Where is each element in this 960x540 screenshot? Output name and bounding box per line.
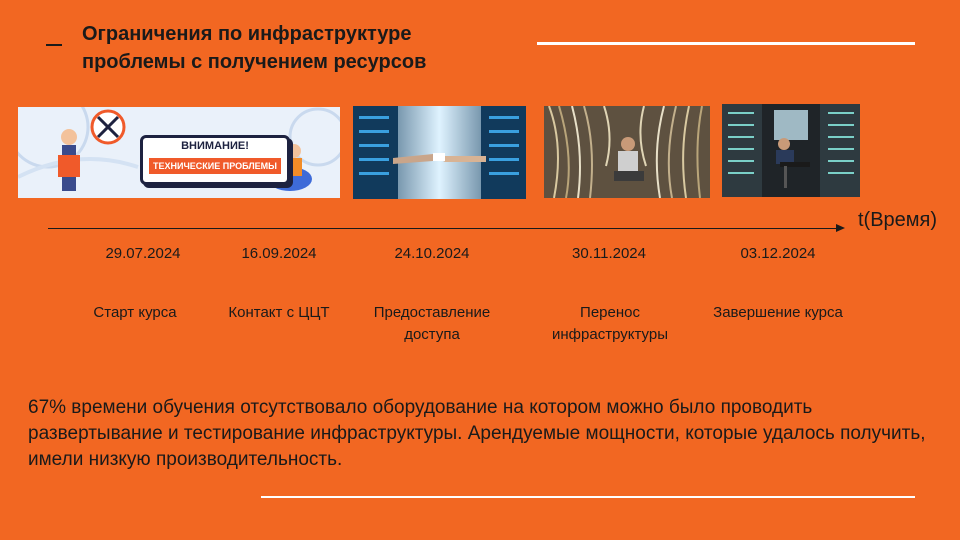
illustration-background	[18, 107, 340, 191]
warning-title: ВНИМАНИЕ!	[181, 140, 249, 152]
server-room-image	[722, 104, 860, 197]
event-label: Предоставление доступа	[373, 304, 491, 343]
page-title: Ограничения по инфраструктуре проблемы с…	[82, 20, 426, 76]
event-date: 30.11.2024	[572, 245, 646, 262]
event-label: Старт курса	[93, 304, 177, 321]
title-line-1: Ограничения по инфраструктуре	[82, 23, 412, 45]
event-date: 16.09.2024	[241, 245, 317, 262]
server-cabling-image	[544, 106, 710, 198]
server-room-photo	[722, 104, 860, 197]
timeline-axis	[48, 228, 840, 229]
summary-text: 67% времени обучения отсутствовало обору…	[28, 397, 926, 470]
event-date: 03.12.2024	[740, 245, 816, 262]
event-label: Завершение курса	[713, 304, 843, 321]
server-cabling-photo	[544, 106, 710, 198]
datacenter-handshake-image	[353, 106, 526, 199]
warning-subtitle: ТЕХНИЧЕСКИЕ ПРОБЛЕМЫ	[149, 158, 281, 174]
bottom-divider	[261, 496, 915, 498]
title-dash	[46, 44, 62, 46]
top-divider	[537, 42, 915, 45]
event-date: 24.10.2024	[394, 245, 470, 262]
event-label: Перенос инфраструктуры	[552, 304, 668, 343]
event-label: Контакт с ЦЦТ	[228, 304, 330, 321]
event-date: 29.07.2024	[105, 245, 181, 262]
tech-problems-illustration: ВНИМАНИЕ! ТЕХНИЧЕСКИЕ ПРОБЛЕМЫ	[18, 107, 340, 198]
timeline-arrow-icon	[836, 224, 845, 232]
timeline-axis-label: t(Время)	[858, 209, 938, 231]
title-line-2: проблемы с получением ресурсов	[82, 51, 427, 73]
datacenter-handshake-photo	[353, 106, 526, 199]
warning-card: ВНИМАНИЕ! ТЕХНИЧЕСКИЕ ПРОБЛЕМЫ	[140, 135, 290, 185]
